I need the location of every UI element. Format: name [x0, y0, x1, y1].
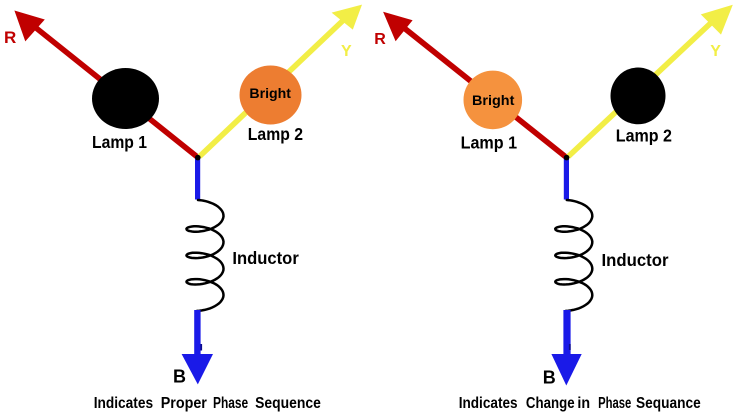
svg-text:B: B — [543, 367, 556, 387]
svg-text:Lamp 2: Lamp 2 — [616, 126, 672, 146]
svg-text:R: R — [4, 28, 16, 47]
svg-text:R: R — [374, 31, 386, 48]
svg-text:Phase: Phase — [598, 395, 631, 412]
svg-text:Phase: Phase — [213, 395, 248, 412]
svg-text:Sequence: Sequence — [255, 395, 321, 412]
svg-text:Sequance: Sequance — [636, 395, 701, 412]
svg-text:Indicates: Indicates — [94, 395, 153, 412]
svg-text:Lamp 1: Lamp 1 — [92, 132, 147, 152]
svg-text:Indicates: Indicates — [459, 395, 518, 412]
svg-text:Lamp 1: Lamp 1 — [461, 133, 518, 153]
svg-text:Bright: Bright — [472, 93, 515, 108]
svg-text:Inductor: Inductor — [232, 248, 299, 268]
svg-text:Y: Y — [710, 43, 721, 60]
svg-text:Y: Y — [341, 43, 352, 60]
svg-text:Inductor: Inductor — [602, 250, 669, 270]
svg-text:Proper: Proper — [161, 395, 207, 412]
svg-text:in: in — [577, 395, 590, 412]
svg-text:B: B — [173, 367, 186, 387]
svg-text:Lamp 2: Lamp 2 — [248, 124, 303, 144]
svg-text:Bright: Bright — [249, 85, 291, 101]
svg-text:Change: Change — [526, 395, 575, 412]
